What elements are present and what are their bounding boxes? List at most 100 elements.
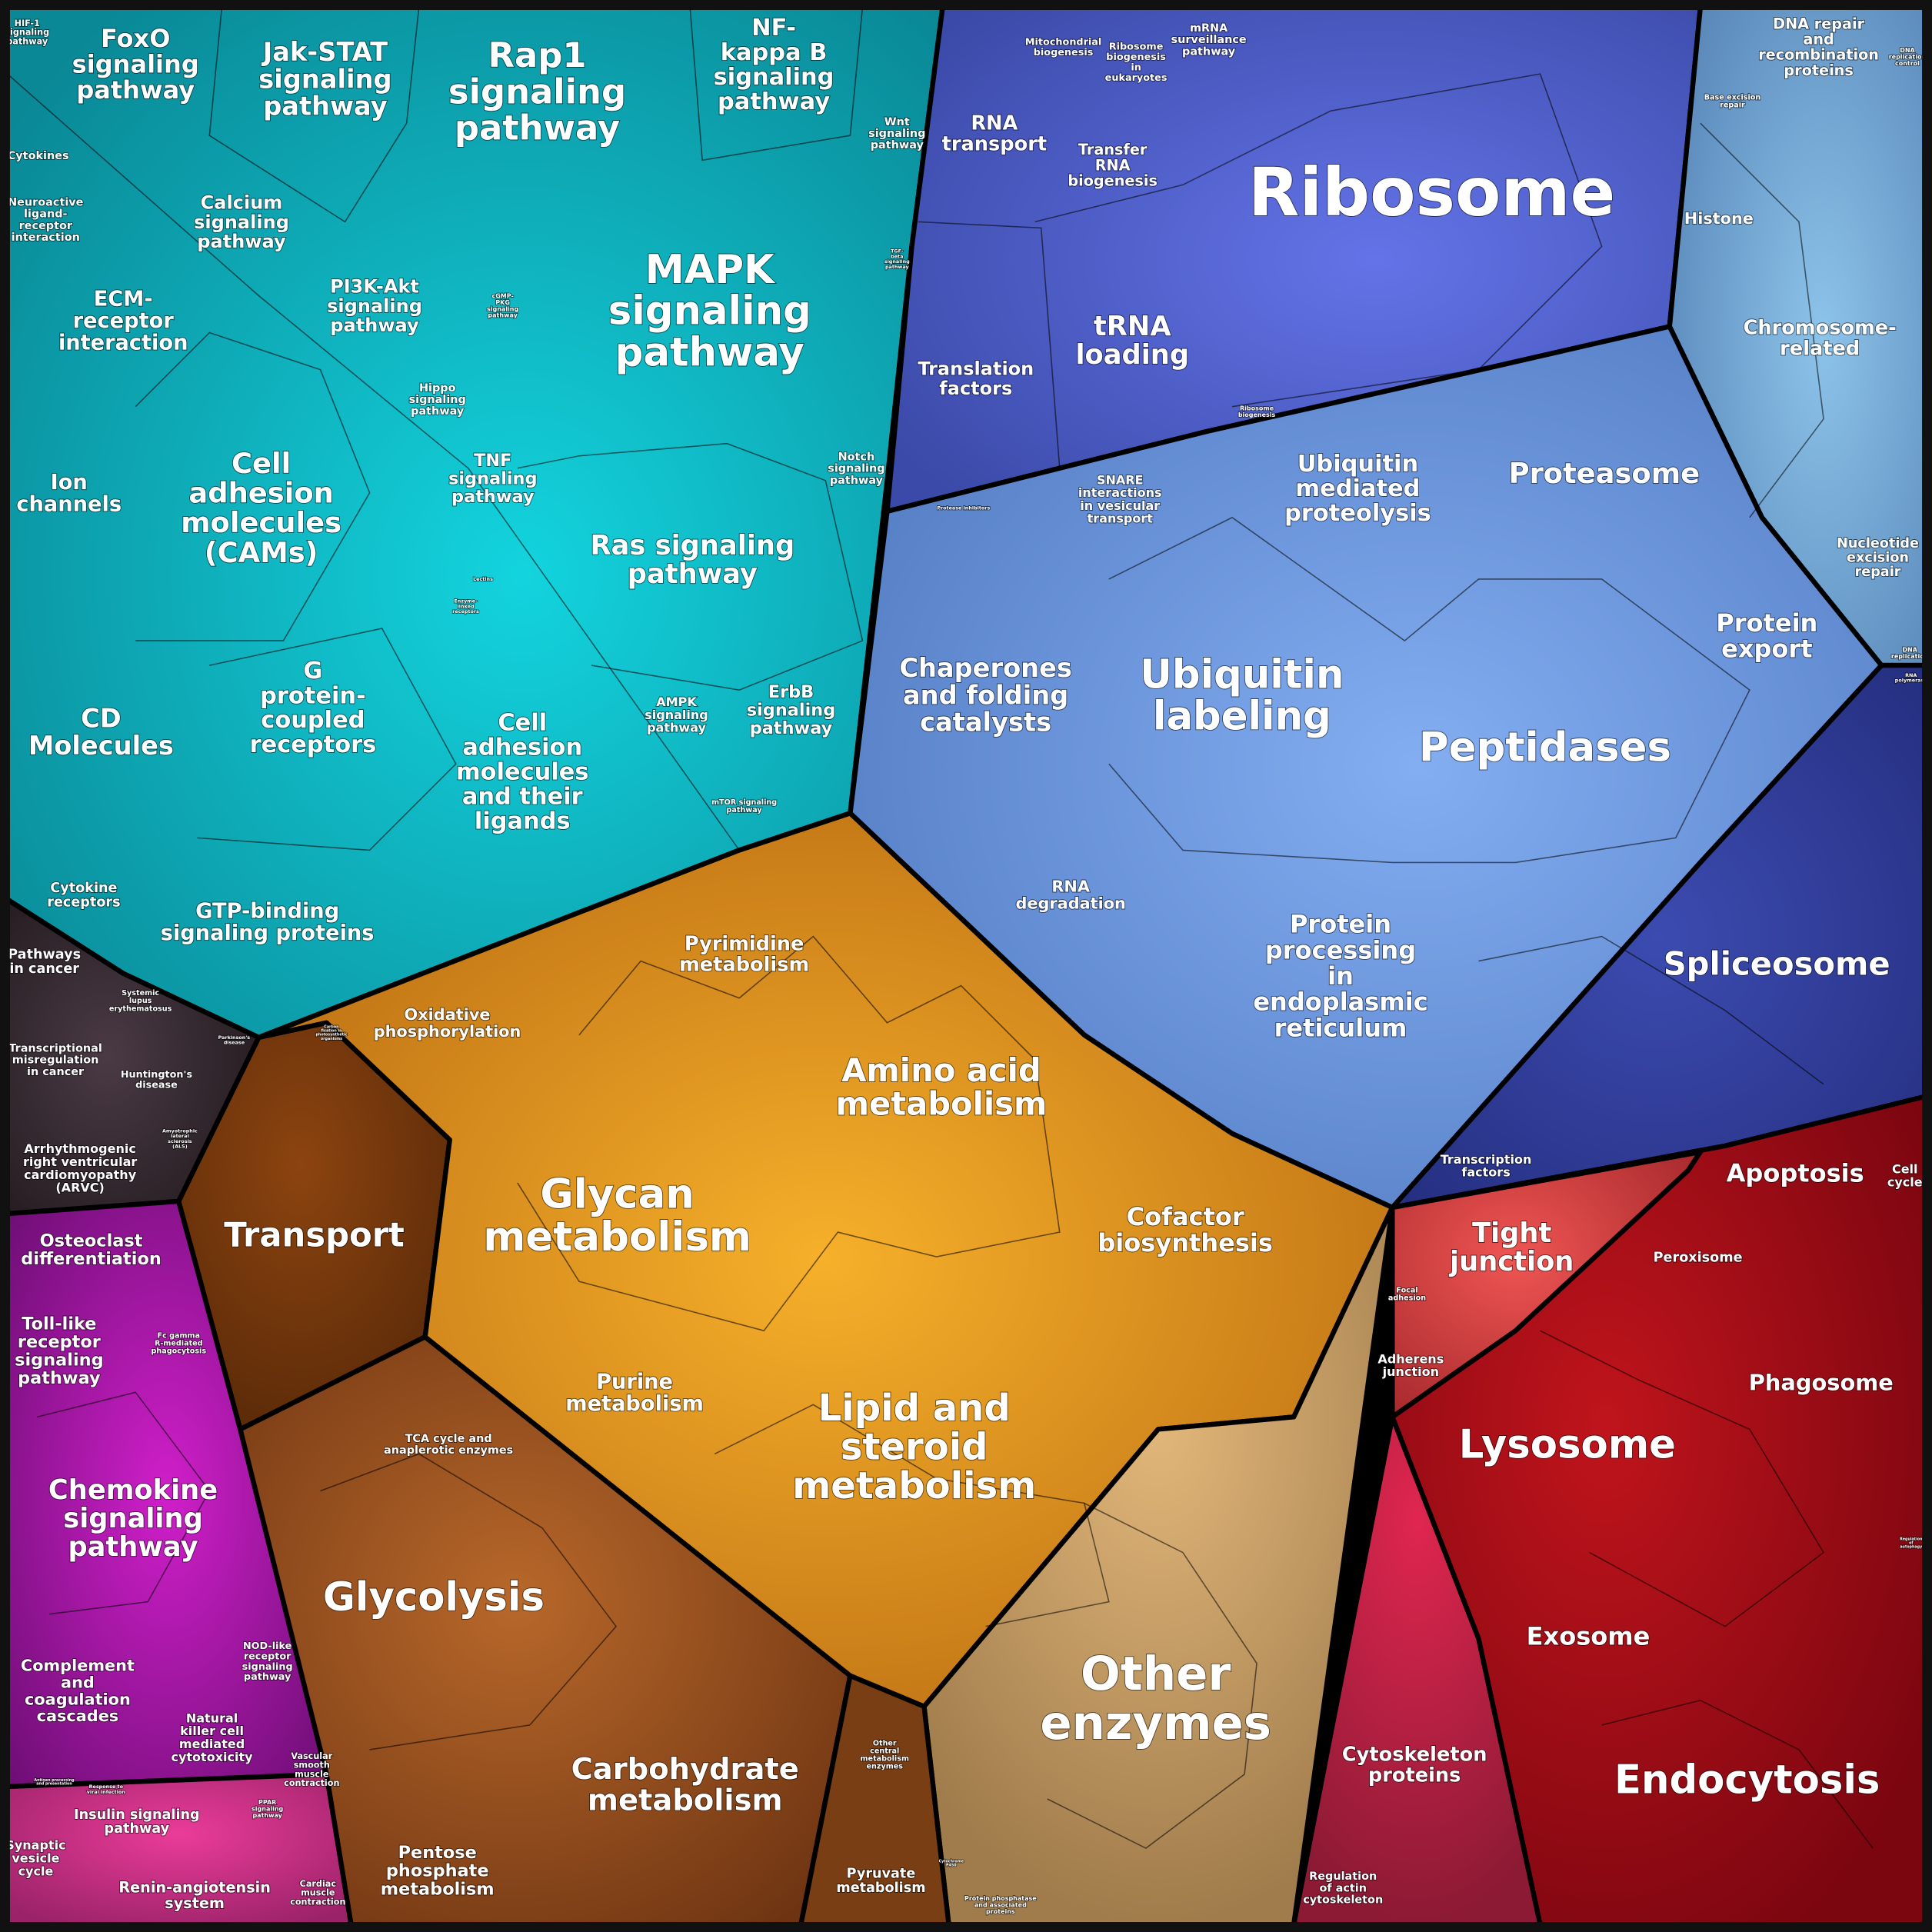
pathway-label-proteasome[interactable]: Proteasome (1508, 456, 1700, 491)
pathway-label-lysosome[interactable]: Lysosome (1458, 1421, 1677, 1469)
region-cell-junctions[interactable] (1390, 1149, 1704, 1420)
pathway-label-ribosome[interactable]: Ribosome (1247, 154, 1616, 232)
pathway-label-peptidases[interactable]: Peptidases (1418, 723, 1672, 771)
pathway-label-cytokines[interactable]: Cytokines (7, 149, 70, 163)
pathway-label-transport[interactable]: Transport (223, 1216, 405, 1256)
pathway-label-chromosome-related[interactable]: Chromosome-related (1743, 316, 1897, 361)
pathway-label-exosome[interactable]: Exosome (1526, 1621, 1651, 1652)
pathway-label-apoptosis[interactable]: Apoptosis (1726, 1158, 1865, 1188)
pathway-label-glycolysis[interactable]: Glycolysis (322, 1574, 545, 1621)
pathway-label-phagosome[interactable]: Phagosome (1748, 1369, 1894, 1397)
pathway-label-protease-inhibitors[interactable]: Protease inhibitors (936, 504, 991, 511)
pathway-label-histone[interactable]: Histone (1684, 208, 1754, 228)
pathway-label-peroxisome[interactable]: Peroxisome (1653, 1249, 1744, 1266)
